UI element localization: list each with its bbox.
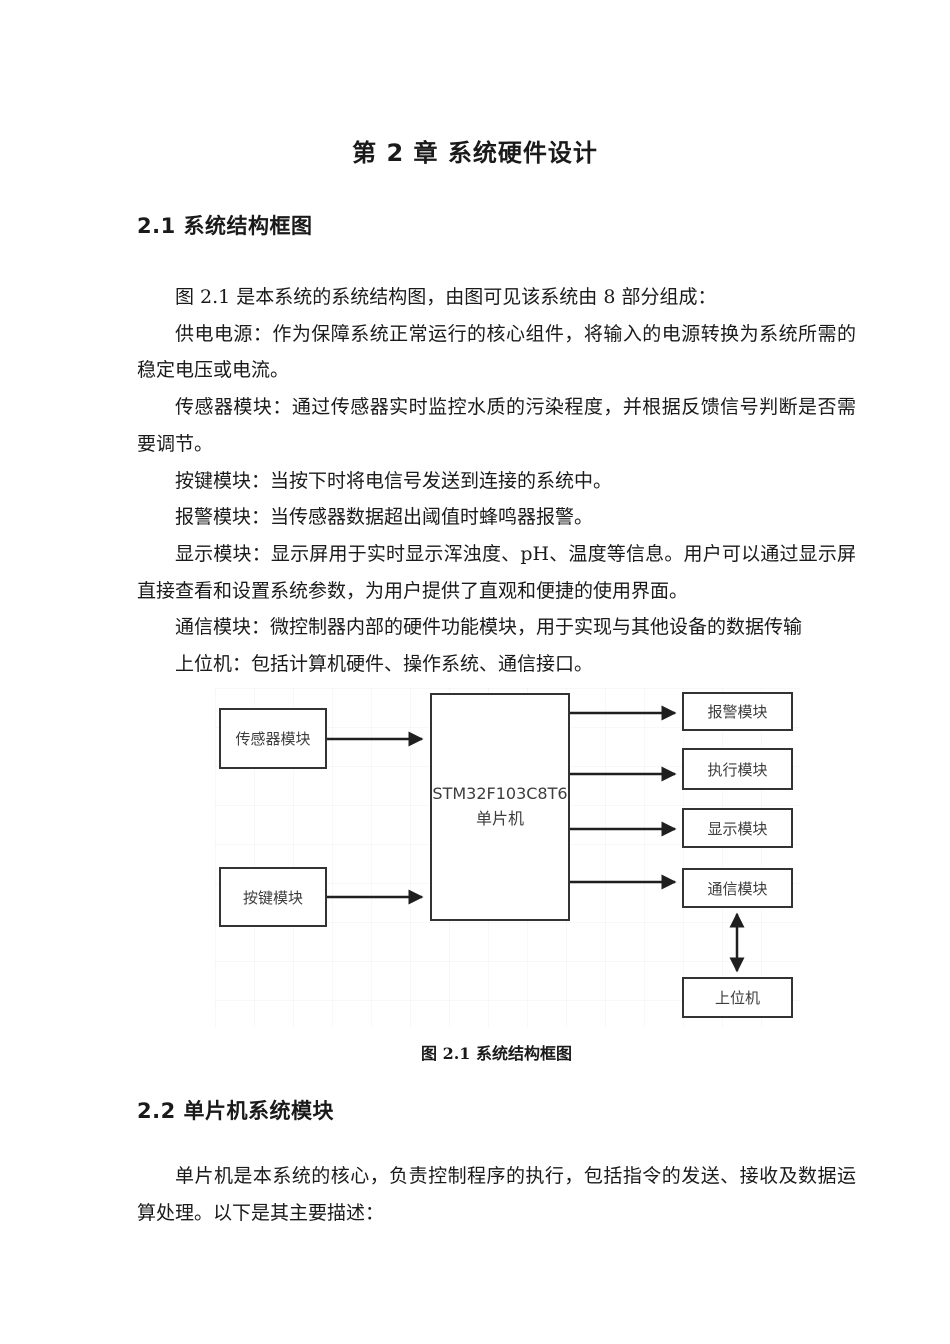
paragraph-keys: 按键模块：当按下时将电信号发送到连接的系统中。 [175,469,613,492]
diagram-node-exec-label: 执行模块 [707,760,768,779]
section-2-2-body: 单片机是本系统的核心，负责控制程序的执行，包括指令的发送、接收及数据运算处理。以… [137,1158,856,1231]
figure-caption: 图 2.1 系统结构框图 [421,1044,572,1063]
diagram-node-sensor-label: 传感器模块 [235,730,311,748]
diagram-node-sensor: 传感器模块 [219,708,327,769]
diagram-node-exec: 执行模块 [682,748,793,790]
system-block-diagram: 传感器模块 按键模块 STM32F103C8T6 单片机 报警模块 执行模块 显… [215,688,800,1028]
diagram-node-host: 上位机 [682,977,793,1018]
diagram-node-comm: 通信模块 [682,868,793,908]
paragraph-display: 显示模块：显示屏用于实时显示浑浊度、pH、温度等信息。用户可以通过显示屏直接查看… [137,542,856,602]
diagram-node-keys-label: 按键模块 [242,888,303,907]
paragraph-alarm: 报警模块：当传感器数据超出阈值时蜂鸣器报警。 [175,506,594,529]
diagram-node-comm-label: 通信模块 [707,879,768,898]
diagram-node-mcu: STM32F103C8T6 单片机 [430,693,570,921]
diagram-arrow-layer [327,705,745,973]
paragraph-intro: 图 2.1 是本系统的系统结构图，由图可见该系统由 8 部分组成： [175,286,717,308]
diagram-node-display: 显示模块 [682,808,793,848]
diagram-node-keys: 按键模块 [219,867,327,927]
paragraph-sensor: 传感器模块：通过传感器实时监控水质的污染程度，并根据反馈信号判断是否需要调节。 [137,396,856,455]
diagram-node-mcu-label-line2: 单片机 [475,809,524,828]
paragraph-host: 上位机：包括计算机硬件、操作系统、通信接口。 [175,653,594,676]
diagram-node-alarm: 报警模块 [682,692,793,731]
diagram-node-host-label: 上位机 [714,989,760,1007]
diagram-node-mcu-label-line1: STM32F103C8T6 [432,784,568,804]
paragraph-mcu-core: 单片机是本系统的核心，负责控制程序的执行，包括指令的发送、接收及数据运算处理。以… [137,1165,856,1224]
section-2-1-body: 图 2.1 是本系统的系统结构图，由图可见该系统由 8 部分组成： 供电电源：作… [137,279,856,683]
section-2-2-heading: 2.2 单片机系统模块 [137,1099,335,1123]
diagram-node-alarm-label: 报警模块 [707,703,768,721]
chapter-title: 第 2 章 系统硬件设计 [352,139,598,167]
diagram-node-display-label: 显示模块 [707,819,768,838]
paragraph-comm: 通信模块：微控制器内部的硬件功能模块，用于实现与其他设备的数据传输 [175,616,803,639]
paragraph-power: 供电电源：作为保障系统正常运行的核心组件，将输入的电源转换为系统所需的稳定电压或… [137,322,856,382]
section-2-1-heading: 2.1 系统结构框图 [137,214,313,238]
